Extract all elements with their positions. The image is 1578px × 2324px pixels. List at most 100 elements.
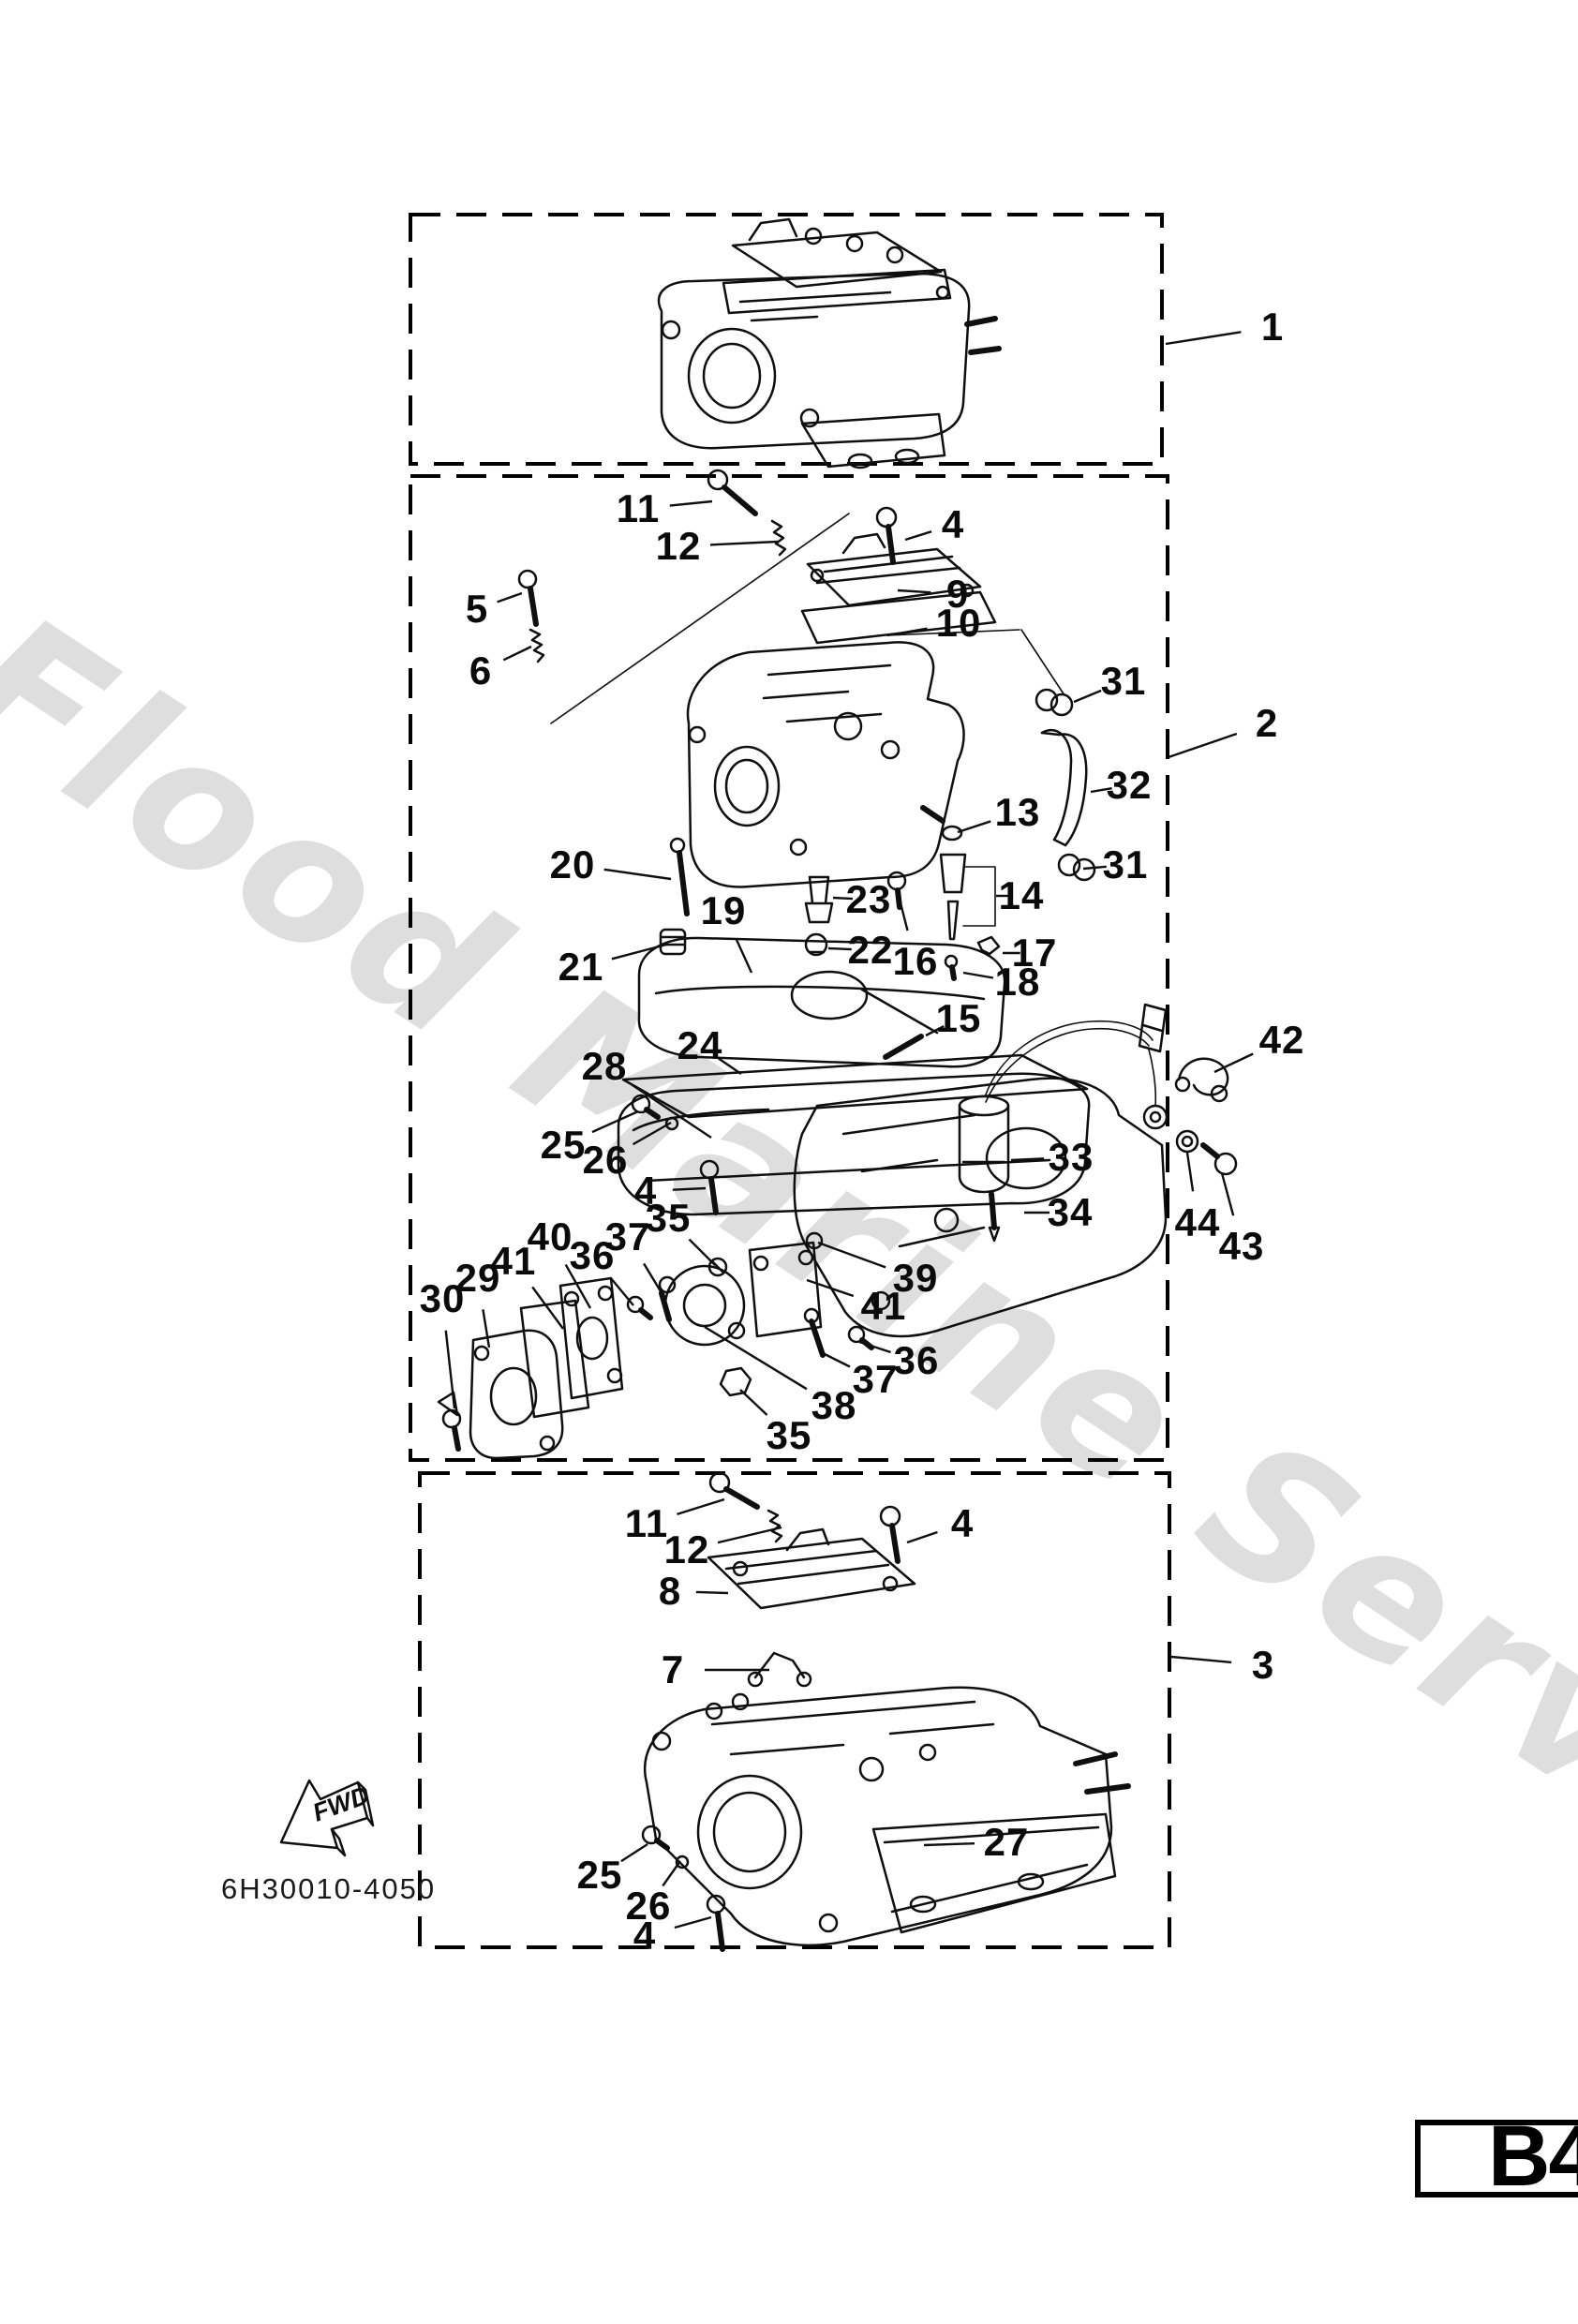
carburetor-assembly-3-drawing [641,1471,1131,1952]
callout-11: 11 [616,486,661,530]
callout-11: 11 [624,1501,669,1545]
callout-2: 2 [1255,701,1279,745]
callout-8: 8 [658,1569,682,1613]
leader-line-4 [906,1530,938,1544]
callout-16: 16 [892,939,939,983]
leader-line-13 [957,820,991,834]
page-code-box: B4 [1415,2108,1578,2204]
leader-line-10 [886,627,928,637]
carburetor-assembly-1-drawing [657,217,1002,469]
callout-24: 24 [677,1023,723,1067]
callout-34: 34 [1047,1190,1094,1234]
callout-13: 13 [994,790,1041,834]
callout-28: 28 [581,1044,628,1088]
callout-25: 25 [540,1123,587,1167]
leader-line-35 [739,1389,768,1416]
callout-30: 30 [419,1276,466,1320]
leader-line-4 [672,1186,707,1191]
callout-10: 10 [935,601,982,645]
callout-4: 4 [633,1914,657,1958]
callout-38: 38 [811,1383,857,1427]
leader-line-31 [1073,689,1102,704]
callout-35: 35 [766,1413,812,1457]
leader-line-30 [444,1330,456,1409]
callout-4: 4 [633,1169,658,1213]
fwd-arrow: FWD [279,1779,375,1857]
leader-line-41 [531,1286,564,1330]
callout-22: 22 [847,928,894,972]
callout-26: 26 [582,1138,629,1182]
leader-line-9 [897,588,931,594]
page-code: B4 [1488,2108,1578,2204]
leader-line-40 [564,1264,592,1309]
leader-line-35 [688,1238,716,1266]
callout-21: 21 [558,945,604,989]
leader-line-25 [620,1842,648,1863]
callout-25: 25 [576,1853,623,1897]
leader-line-27 [923,1841,975,1847]
leader-line-15 [925,1025,945,1037]
carburetor-exploded-2-drawing [437,469,1238,1460]
callout-32: 32 [1106,763,1153,807]
callout-41: 41 [490,1239,537,1283]
leader-line-36 [609,1277,634,1306]
callout-37: 37 [604,1214,651,1259]
leader-line-36 [858,1340,891,1354]
callout-29: 29 [454,1256,501,1300]
leader-line-38 [704,1325,808,1391]
callout-35: 35 [645,1196,692,1240]
leader-line-33 [1010,1157,1045,1162]
callout-19: 19 [700,888,747,932]
section-box-1 [409,213,1164,466]
callout-44: 44 [1174,1200,1221,1244]
leader-line-37 [643,1262,665,1297]
callout-12: 12 [663,1527,710,1572]
callout-4: 4 [941,502,965,546]
leader-line-43 [1220,1172,1235,1216]
callout-7: 7 [661,1647,685,1691]
callout-6: 6 [469,648,493,693]
leader-line-12 [709,540,779,546]
callout-33: 33 [1048,1135,1094,1179]
callout-36: 36 [893,1338,940,1382]
callout-18: 18 [994,960,1041,1004]
callout-43: 43 [1218,1224,1265,1268]
leader-line-32 [1090,786,1112,794]
callout-42: 42 [1258,1018,1305,1062]
leader-line-16 [896,891,909,931]
callout-17: 17 [1011,931,1058,975]
leader-line-11 [677,1497,725,1515]
callout-36: 36 [569,1233,616,1277]
callout-5: 5 [465,587,489,631]
callout-37: 37 [852,1357,899,1401]
callout-14: 14 [998,873,1045,917]
callout-31: 31 [1100,659,1147,703]
leader-line-37 [818,1349,851,1368]
leader-line-26 [632,1121,672,1146]
leader-line-24 [718,1057,742,1075]
leader-line-42 [1213,1052,1254,1074]
leader-line-12 [717,1526,782,1544]
leader-line-25 [591,1110,639,1134]
leader-line-23 [832,896,853,901]
drawing-part-code: 6H30010-4050 [221,1872,437,1905]
callout-23: 23 [845,877,892,921]
leader-line-39 [817,1241,886,1269]
leader-line-8 [695,1590,729,1595]
leader-line-18 [962,971,994,979]
leader-line-29 [482,1309,491,1348]
leader-lines-layer [444,331,1254,1929]
leader-line-21 [611,943,667,961]
callout-26: 26 [625,1884,672,1928]
callout-4: 4 [950,1501,975,1545]
leader-line-44 [1185,1152,1195,1192]
leader-line-31 [1082,865,1107,871]
leader-line-3 [1170,1655,1232,1664]
leader-line-4 [674,1915,712,1929]
callout-9: 9 [945,572,970,616]
leader-line-1 [1165,331,1242,346]
callout-39: 39 [892,1256,939,1300]
callout-12: 12 [655,524,702,568]
